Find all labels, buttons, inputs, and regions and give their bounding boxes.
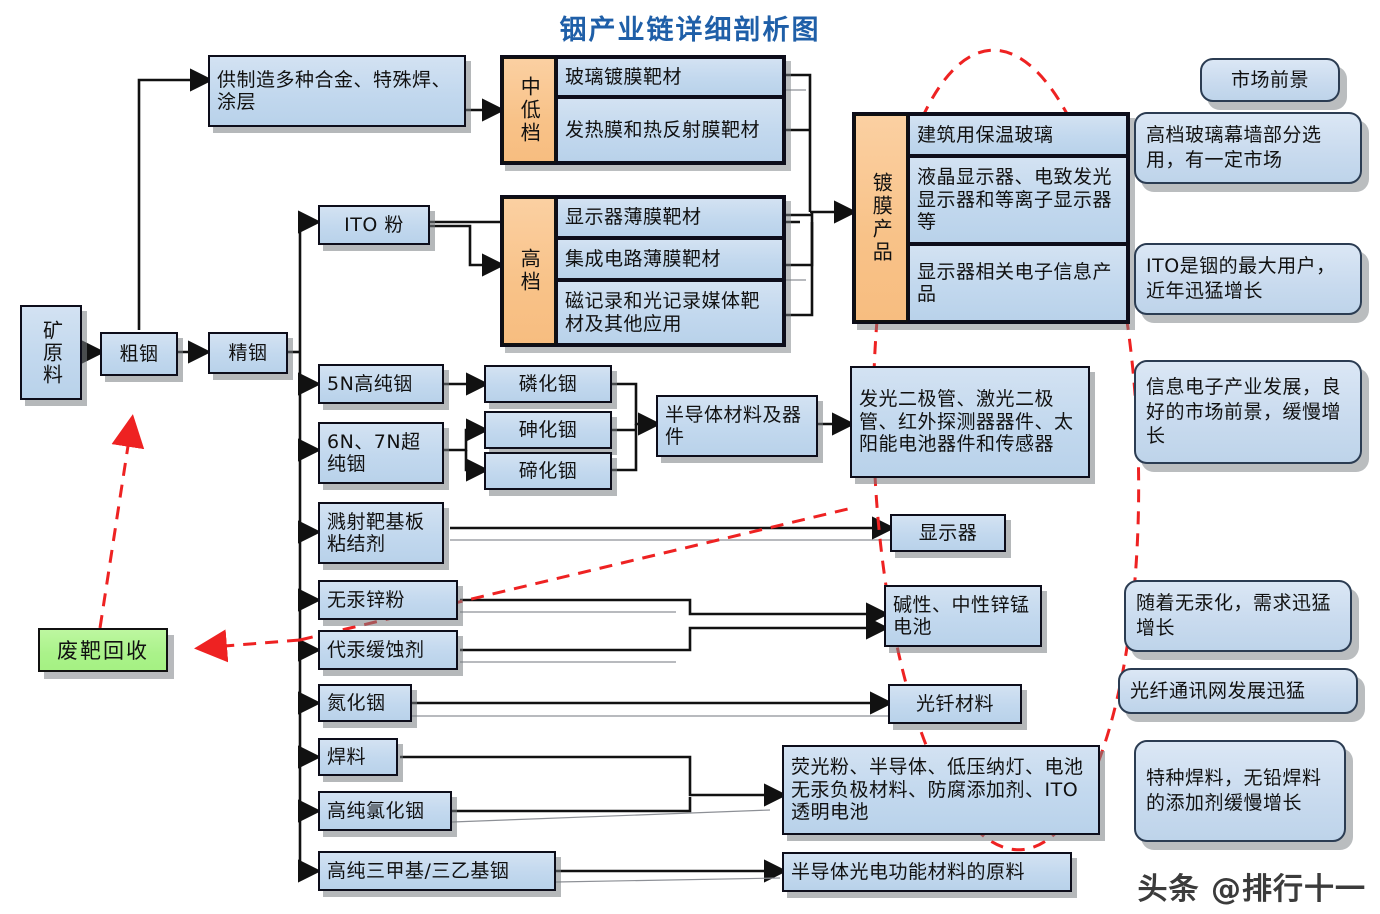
node-ore-material[interactable]: 矿原料 <box>20 305 82 400</box>
bubble-label: 市场前景 <box>1230 68 1309 91</box>
bubble-label: 高档玻璃幕墙部分选用，有一定市场 <box>1146 124 1322 171</box>
node-display-electronic-products[interactable]: 显示器相关电子信息产品 <box>908 244 1128 322</box>
node-label: 碱性、中性锌锰电池 <box>893 593 1030 638</box>
coating-products-label: 镀膜产品 <box>854 114 908 322</box>
node-material-indium-nitride[interactable]: 氮化铟 <box>318 684 412 722</box>
grade-label-text: 高档 <box>517 248 542 294</box>
node-label: 精铟 <box>228 341 268 364</box>
node-glass-coating-target[interactable]: 玻璃镀膜靶材 <box>556 57 784 97</box>
node-label: 无汞锌粉 <box>327 588 406 611</box>
node-label: 磁记录和光记录媒体靶材及其他应用 <box>565 290 761 335</box>
node-insulating-glass[interactable]: 建筑用保温玻璃 <box>908 114 1128 156</box>
node-label: 显示器薄膜靶材 <box>565 206 702 229</box>
grade-label-high: 高档 <box>502 197 556 345</box>
node-application-zinc-manganese-battery[interactable]: 碱性、中性锌锰电池 <box>884 585 1042 647</box>
node-label: 砷化铟 <box>518 418 578 441</box>
node-label: 氮化铟 <box>327 691 386 714</box>
node-label: 建筑用保温玻璃 <box>917 123 1054 146</box>
node-semiconductor-devices-list[interactable]: 发光二极管、激光二极管、红外探测器器件、太阳能电池器件和传感器 <box>850 366 1090 478</box>
node-compound-indium-telluride[interactable]: 碲化铟 <box>484 452 612 490</box>
node-label: 发热膜和热反射膜靶材 <box>565 118 761 141</box>
node-application-optical-fiber-material[interactable]: 光钎材料 <box>888 684 1022 724</box>
grade-label-text: 中低档 <box>517 75 542 145</box>
bubble-label: 光纤通讯网发展迅猛 <box>1130 679 1306 702</box>
bubble-label: 特种焊料，无铅焊料的添加剂缓慢增长 <box>1146 767 1322 814</box>
node-material-high-purity-indium-chloride[interactable]: 高纯氯化铟 <box>318 791 452 831</box>
node-display-film-target[interactable]: 显示器薄膜靶材 <box>556 197 784 238</box>
node-label: 液晶显示器、电致发光显示器和等离子显示器等 <box>917 166 1113 234</box>
node-heating-film-target[interactable]: 发热膜和热反射膜靶材 <box>556 97 784 163</box>
node-crude-indium[interactable]: 粗铟 <box>100 332 178 376</box>
market-prospect-header: 市场前景 <box>1200 58 1340 102</box>
node-label: 溅射靶基板粘结剂 <box>327 510 425 555</box>
node-semiconductor-material-devices[interactable]: 半导体材料及器件 <box>656 395 818 457</box>
page-title: 铟产业链详细剖析图 <box>559 15 821 46</box>
node-label: 供制造多种合金、特殊焊、涂层 <box>217 68 452 113</box>
node-application-phosphor-semiconductor-lamp[interactable]: 荧光粉、半导体、低压纳灯、电池无汞负极材料、防腐添加剂、ITO透明电池 <box>782 745 1100 835</box>
node-label: 代汞缓蚀剂 <box>327 638 425 661</box>
node-label: ITO 粉 <box>344 213 404 236</box>
node-label: 显示器相关电子信息产品 <box>917 260 1113 305</box>
watermark: 头条 @排行十一 <box>1137 872 1366 907</box>
node-compound-indium-arsenide[interactable]: 砷化铟 <box>484 411 612 449</box>
node-label: 半导体材料及器件 <box>665 403 802 448</box>
node-label: 高纯氯化铟 <box>327 799 425 822</box>
node-scrap-target-recycling[interactable]: 废靶回收 <box>38 628 168 672</box>
node-alloy-use[interactable]: 供制造多种合金、特殊焊、涂层 <box>208 55 466 127</box>
node-material-6n-7n-ultrapure-indium[interactable]: 6N、7N超纯铟 <box>318 422 444 484</box>
node-material-sputter-target-adhesive[interactable]: 溅射靶基板粘结剂 <box>318 502 444 564</box>
node-ic-film-target[interactable]: 集成电路薄膜靶材 <box>556 238 784 280</box>
node-label: 显示器 <box>918 521 978 544</box>
market-prospect-item-information-electronics[interactable]: 信息电子产业发展，良好的市场前景，缓慢增长 <box>1134 360 1362 464</box>
node-material-solder[interactable]: 焊料 <box>318 738 398 776</box>
node-label: 5N高纯铟 <box>327 372 413 395</box>
node-label: 粗铟 <box>119 342 159 365</box>
node-magnetic-optical-target[interactable]: 磁记录和光记录媒体靶材及其他应用 <box>556 280 784 345</box>
node-material-mercury-substitute-inhibitor[interactable]: 代汞缓蚀剂 <box>318 630 458 670</box>
market-prospect-item-ito-largest-user[interactable]: ITO是铟的最大用户，近年迅猛增长 <box>1134 243 1362 315</box>
node-label: 玻璃镀膜靶材 <box>565 65 683 88</box>
node-label: 矿原料 <box>39 319 64 386</box>
node-label: 磷化铟 <box>518 372 578 395</box>
node-label: 荧光粉、半导体、低压纳灯、电池无汞负极材料、防腐添加剂、ITO透明电池 <box>791 756 1084 824</box>
node-label: 焊料 <box>327 745 367 768</box>
node-application-display[interactable]: 显示器 <box>890 514 1006 552</box>
node-application-optoelectronic-raw-material[interactable]: 半导体光电功能材料的原料 <box>782 852 1072 892</box>
bubble-label: 随着无汞化，需求迅猛增长 <box>1136 592 1332 639</box>
node-label: 6N、7N超纯铟 <box>327 430 421 475</box>
node-lcd-oled-pdp[interactable]: 液晶显示器、电致发光显示器和等离子显示器等 <box>908 156 1128 244</box>
node-label: 高纯三甲基/三乙基铟 <box>327 859 510 882</box>
grade-label-mid-low: 中低档 <box>502 57 556 163</box>
node-label: 半导体光电功能材料的原料 <box>791 860 1026 883</box>
node-ito-powder[interactable]: ITO 粉 <box>318 205 430 245</box>
node-compound-indium-phosphide[interactable]: 磷化铟 <box>484 365 612 403</box>
node-material-mercury-free-zinc-powder[interactable]: 无汞锌粉 <box>318 580 458 620</box>
bubble-label: ITO是铟的最大用户，近年迅猛增长 <box>1146 255 1336 302</box>
market-prospect-item-optical-fiber-network[interactable]: 光纤通讯网发展迅猛 <box>1118 668 1358 714</box>
bubble-label: 信息电子产业发展，良好的市场前景，缓慢增长 <box>1146 375 1342 448</box>
market-prospect-item-glass-curtain-wall[interactable]: 高档玻璃幕墙部分选用，有一定市场 <box>1134 112 1362 184</box>
node-material-5n-high-purity-indium[interactable]: 5N高纯铟 <box>318 364 444 404</box>
market-prospect-item-mercury-free-demand[interactable]: 随着无汞化，需求迅猛增长 <box>1124 580 1352 652</box>
node-label: 发光二极管、激光二极管、红外探测器器件、太阳能电池器件和传感器 <box>859 388 1074 456</box>
node-label: 碲化铟 <box>518 459 578 482</box>
node-label: 废靶回收 <box>57 639 149 663</box>
market-prospect-item-special-solder[interactable]: 特种焊料，无铅焊料的添加剂缓慢增长 <box>1134 740 1346 842</box>
node-label: 光钎材料 <box>915 692 994 715</box>
node-refined-indium[interactable]: 精铟 <box>208 332 288 374</box>
coating-products-label-text: 镀膜产品 <box>869 172 894 264</box>
node-material-trimethyl-triethyl-indium[interactable]: 高纯三甲基/三乙基铟 <box>318 851 556 891</box>
node-label: 集成电路薄膜靶材 <box>565 247 722 270</box>
